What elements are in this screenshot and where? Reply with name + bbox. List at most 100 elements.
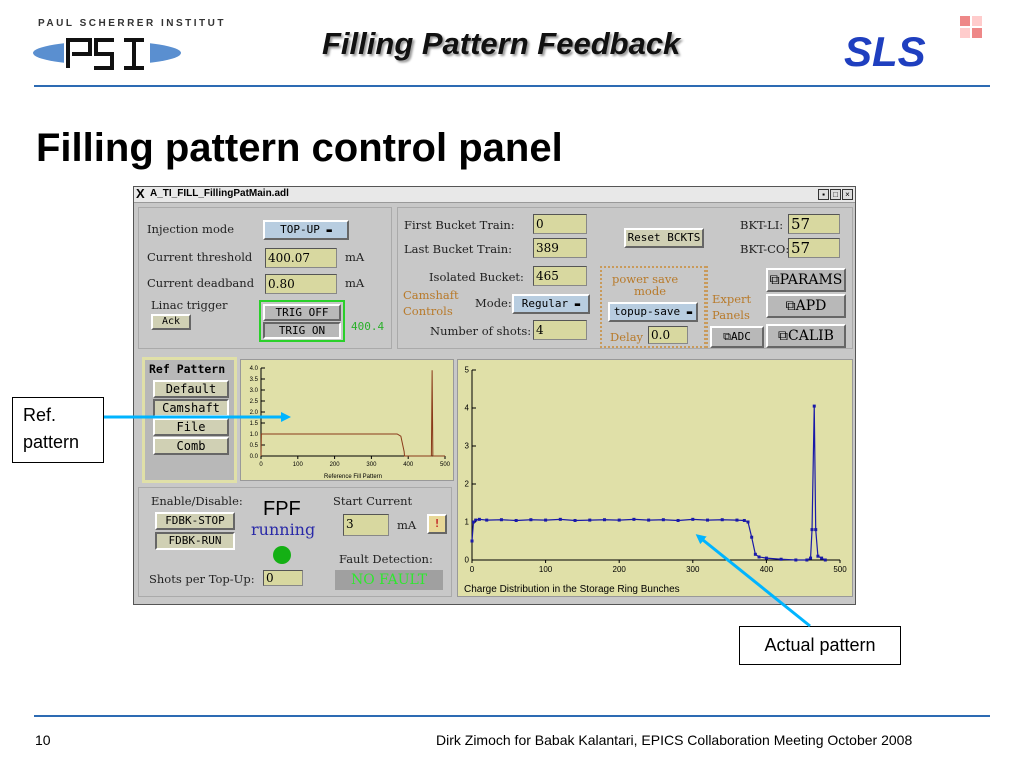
delay-label: Delay [610,330,644,344]
data-point [753,552,757,556]
ref-callout-line-2: pattern [23,432,80,452]
bucket-panel: First Bucket Train: 0 Last Bucket Train:… [397,207,853,349]
ref-pattern-callout: Ref. pattern [12,397,104,463]
start-current-label: Start Current [333,494,413,508]
first-bucket-field[interactable]: 0 [533,214,587,234]
medm-window: X A_TI_FILL_FillingPatMain.adl ▪ □ × Inj… [133,186,856,605]
data-point [588,518,592,522]
delay-field[interactable]: 0.0 [648,326,688,344]
footer-rule [34,715,990,717]
ref-default-button[interactable]: Default [153,380,229,398]
threshold-field[interactable]: 400.07 [265,248,337,268]
data-point [474,518,478,522]
expert-label-2: Panels [712,308,750,322]
fault-status: NO FAULT [335,570,443,590]
data-point [746,520,750,524]
data-point [735,518,739,522]
x-tick-label: 400 [403,462,414,468]
deadband-field[interactable]: 0.80 [265,274,337,294]
fdbk-run-button[interactable]: FDBK-RUN [155,532,235,550]
shots-per-topup-field[interactable]: 0 [263,570,303,586]
y-tick-label: 2.5 [250,399,259,405]
apd-button[interactable]: ⧉APD [766,294,846,318]
org-name: PAUL SCHERRER INSTITUT [38,18,226,29]
data-point [820,556,824,560]
reset-buckets-button[interactable]: Reset BCKTS [624,228,704,248]
bkt-co-value: 57 [788,238,840,258]
page-number: 10 [35,732,51,748]
y-tick-label: 2.0 [250,410,259,416]
data-point [720,518,724,522]
y-tick-label: 1 [465,518,470,527]
fpf-label: FPF [263,498,301,520]
maximize-icon[interactable]: □ [830,189,841,200]
camshaft-mode-menu[interactable]: Regular ▬ [512,294,590,314]
isolated-bucket-field[interactable]: 465 [533,266,587,286]
data-point [661,518,665,522]
x-axis-label: Reference Fill Pattern [324,474,382,480]
x-tick-label: 200 [330,462,341,468]
adc-label: ADC [730,330,751,343]
start-current-field[interactable]: 3 [343,514,389,536]
x-tick-label: 0 [470,565,475,574]
injection-mode-value: TOP-UP [280,223,320,236]
adc-button[interactable]: ⧉ADC [710,326,764,348]
ref-file-button[interactable]: File [153,418,229,436]
sls-logo: SLS [844,16,982,74]
window-titlebar[interactable]: X A_TI_FILL_FillingPatMain.adl ▪ □ × [134,186,855,203]
start-current-unit: mA [397,518,417,532]
x-tick-label: 100 [539,565,553,574]
params-label: PARAMS [779,272,843,288]
x-tick-label: 300 [686,565,700,574]
menu-indicator-icon: ▬ [326,226,332,236]
status-led-icon [273,546,291,564]
ack-button[interactable]: Ack [151,314,191,330]
fault-detection-label: Fault Detection: [339,552,433,566]
trigger-group: TRIG OFF TRIG ON [259,300,345,342]
data-point [514,518,518,522]
expert-label-1: Expert [712,292,752,306]
y-tick-label: 3 [465,442,470,451]
close-icon[interactable]: × [842,189,853,200]
sls-logo-text: SLS [844,28,926,74]
camshaft-mode-label: Mode: [475,296,512,310]
y-tick-label: 3.0 [250,388,259,394]
params-button[interactable]: ⧉PARAMS [766,268,846,292]
bkt-li-label: BKT-LI: [740,218,784,232]
ref-comb-button[interactable]: Comb [153,437,229,455]
last-bucket-field[interactable]: 389 [533,238,587,258]
deadband-unit: mA [345,276,365,290]
y-tick-label: 0 [465,556,470,565]
feedback-panel: Enable/Disable: FDBK-STOP FDBK-RUN FPF r… [138,487,452,597]
x-tick-label: 100 [293,462,304,468]
data-point [779,557,783,561]
minimize-icon[interactable]: ▪ [818,189,829,200]
fdbk-stop-button[interactable]: FDBK-STOP [155,512,235,530]
data-point [750,535,754,539]
data-point [647,518,651,522]
ref-pattern-title: Ref Pattern [149,362,226,376]
x-tick-label: 300 [366,462,377,468]
power-save-menu[interactable]: topup-save ▬ [608,302,698,322]
x11-icon: X [136,186,145,201]
shots-label: Number of shots: [430,324,532,338]
trig-off-button[interactable]: TRIG OFF [263,304,341,321]
calib-button[interactable]: ⧉CALIB [766,324,846,348]
data-point [617,518,621,522]
power-save-title-1: power save [612,272,679,286]
data-point [810,528,814,532]
data-point [805,558,809,562]
data-point [706,518,710,522]
y-tick-label: 4 [465,404,470,413]
data-point [764,556,768,560]
actual-pattern-callout: Actual pattern [739,626,901,665]
power-save-group: power save mode topup-save ▬ Delay 0.0 [600,266,706,348]
injection-mode-menu[interactable]: TOP-UP ▬ [263,220,349,240]
ref-camshaft-button[interactable]: Camshaft [153,399,229,417]
warning-button[interactable]: ! [427,514,447,534]
last-bucket-label: Last Bucket Train: [404,242,513,256]
camshaft-mode-value: Regular [521,297,569,310]
shots-field[interactable]: 4 [533,320,587,340]
trig-on-button[interactable]: TRIG ON [263,322,341,339]
